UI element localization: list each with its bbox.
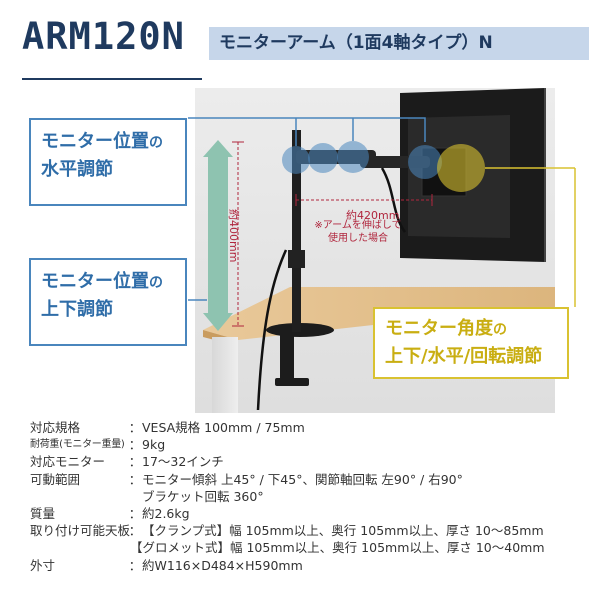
arm-cable (380, 167, 407, 233)
cable (256, 249, 288, 411)
arm-pole (292, 130, 301, 332)
joint-highlight-1 (282, 146, 310, 174)
spec-row-range: 可動範囲 ： モニター傾斜 上45° / 下45°、関節軸回転 左90° / 右… (30, 471, 590, 488)
spec-label: 外寸 (30, 557, 56, 573)
bracket-highlight (437, 144, 485, 192)
spec-label: 質量 (30, 506, 56, 522)
spec-row-mount: 取り付け可能天板 ： 【クランプ式】幅 105mm以上、奥行 105mm以上、厚… (30, 522, 590, 539)
joint-highlight-4 (408, 145, 442, 179)
spec-colon: ： (128, 506, 142, 522)
callout-horizontal-line2: 水平調節 (41, 158, 113, 180)
spec-label: 取り付け可能天板 (30, 523, 131, 539)
spec-row-weight: 質量 ： 約2.6kg (30, 505, 590, 522)
spec-value: 9kg (142, 437, 166, 453)
callout-angle-adjust: モニター角度の 上下/水平/回転調節 (373, 307, 569, 379)
spec-label: 対応規格 (30, 420, 81, 435)
vertical-dimension-label: 約400mm (227, 209, 240, 263)
vertical-arrow-bottom (203, 313, 233, 331)
model-name: ARM120N (22, 15, 185, 58)
spec-label: 耐荷重(モニター重量) (30, 439, 125, 451)
spec-row-size: 外寸 ： 約W116×D484×H590mm (30, 557, 590, 574)
spec-value: 【クランプ式】幅 105mm以上、奥行 105mm以上、厚さ 10〜85mm (142, 523, 544, 539)
vertical-arrow-shaft (208, 157, 228, 313)
horizontal-connector (188, 117, 426, 142)
spec-value: 約W116×D484×H590mm (142, 557, 303, 573)
spec-colon: ： (128, 420, 142, 435)
spec-row-monitor: 対応モニター ： 17〜32インチ (30, 453, 590, 470)
spec-value: VESA規格 100mm / 75mm (142, 420, 305, 435)
dimension-note-line2: 使用した場合 (328, 233, 388, 244)
callout-angle-line1: モニター角度の (385, 318, 507, 339)
callout-angle-line2: 上下/水平/回転調節 (385, 345, 543, 367)
dimension-note-line1: ※アームを伸ばして (314, 220, 402, 231)
callout-horizontal-line1: モニター位置の (41, 131, 163, 152)
horizontal-dimension-label: 約420mm (346, 209, 400, 222)
spec-label: 対応モニター (30, 454, 106, 470)
spec-colon: ： (128, 454, 142, 470)
vertical-arrow-top (203, 140, 233, 157)
spec-colon: ： (128, 437, 142, 453)
desk-leg (212, 337, 238, 413)
spec-colon: ： (128, 471, 142, 487)
header-underline (22, 78, 202, 80)
callout-vertical-line2: 上下調節 (41, 298, 113, 320)
spec-value: 17〜32インチ (142, 454, 224, 470)
clamp-screw (275, 378, 309, 386)
joint-highlight-2 (308, 143, 338, 173)
product-title: モニターアーム（1面4軸タイプ）N (209, 27, 589, 60)
spec-label: 可動範囲 (30, 471, 81, 487)
spec-colon: ： (128, 557, 142, 573)
callout-vertical-line1: モニター位置の (41, 271, 163, 292)
spec-table: 対応規格 ： VESA規格 100mm / 75mm 耐荷重(モニター重量) ：… (30, 419, 590, 574)
spec-row-load: 耐荷重(モニター重量) ： 9kg (30, 436, 590, 453)
spec-row-standard: 対応規格 ： VESA規格 100mm / 75mm (30, 419, 590, 436)
desk-clamp (280, 334, 294, 386)
product-photo (188, 88, 576, 413)
spec-value: モニター傾斜 上45° / 下45°、関節軸回転 左90° / 右90° (142, 471, 463, 487)
callout-horizontal-adjust: モニター位置の 水平調節 (29, 118, 187, 206)
spec-row-mount-continued: 【グロメット式】幅 105mm以上、奥行 105mm以上、厚さ 10〜40mm (130, 540, 545, 556)
spec-row-range-continued: ブラケット回転 360° (142, 488, 264, 504)
dimension-note: ※アームを伸ばして 使用した場合 (303, 219, 413, 245)
joint-highlight-3 (337, 141, 369, 173)
callout-vertical-adjust: モニター位置の 上下調節 (29, 258, 187, 346)
spec-colon: ： (128, 523, 142, 539)
spec-value: 約2.6kg (142, 506, 190, 522)
pole-collar (288, 250, 305, 268)
